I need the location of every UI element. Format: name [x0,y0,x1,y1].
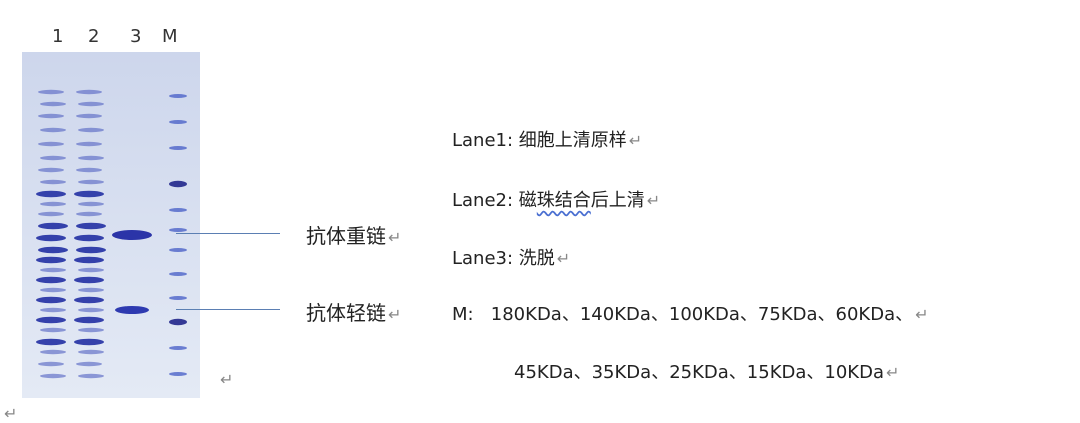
protein-band [78,155,104,161]
protein-band [38,167,64,173]
heavy-chain-band [112,230,152,240]
lane-2-number: 2 [88,26,100,47]
protein-band [76,246,106,254]
protein-band [36,296,66,304]
paragraph-mark: ↵ [220,370,234,389]
lane-1-number: 1 [52,26,64,47]
protein-band [36,276,66,284]
marker-band [169,146,187,150]
protein-band [36,256,66,264]
light-chain-label: 抗体轻链↵ [306,301,402,325]
lane-3-bands [112,230,152,314]
protein-band [76,89,102,95]
sds-page-gel-image [22,52,200,398]
legend-marker-line1: M: 180KDa、140KDa、100KDa、75KDa、60KDa、↵ [452,304,929,325]
legend-lane2: Lane2: 磁珠结合后上清↵ [452,190,661,211]
legend-lane1: Lane1: 细胞上清原样↵ [452,130,643,151]
protein-band [38,361,64,367]
light-chain-band [115,306,149,314]
protein-band [78,327,104,333]
lane-1-bands [36,89,68,379]
marker-band [169,228,187,232]
marker-band [169,120,187,124]
lane-2-bands [74,89,106,379]
paragraph-mark-bottom: ↵ [4,404,18,423]
protein-band [40,307,66,313]
marker-lane-label: M [162,26,178,47]
protein-band [38,89,64,95]
marker-lane-bands [169,94,187,376]
protein-band [78,127,104,133]
protein-band [74,296,104,304]
marker-band [169,318,187,326]
protein-band [40,201,66,207]
marker-band [169,296,187,300]
protein-band [40,327,66,333]
heavy-chain-pointer-line [176,233,280,234]
protein-band [78,267,104,273]
protein-band [36,190,66,198]
protein-band [78,179,104,185]
marker-band [169,272,187,276]
protein-band [76,211,102,217]
protein-band [78,101,104,107]
protein-band [40,179,66,185]
protein-band [74,338,104,346]
protein-band [74,276,104,284]
marker-band [169,94,187,98]
protein-band [38,113,64,119]
protein-band [74,316,104,324]
protein-band [40,287,66,293]
protein-band [78,287,104,293]
protein-band [76,361,102,367]
protein-band [40,155,66,161]
marker-band [169,208,187,212]
protein-band [40,349,66,355]
protein-band [36,234,66,242]
protein-band [38,246,68,254]
protein-band [38,222,68,230]
protein-band [40,127,66,133]
protein-band [78,349,104,355]
protein-band [76,113,102,119]
protein-band [76,167,102,173]
heavy-chain-label: 抗体重链↵ [306,224,402,248]
protein-band [74,190,104,198]
light-chain-pointer-line [176,309,280,310]
protein-band [38,211,64,217]
protein-band [36,338,66,346]
lane-3-number: 3 [130,26,142,47]
legend-marker-line2: 45KDa、35KDa、25KDa、15KDa、10KDa↵ [514,362,900,383]
protein-band [74,234,104,242]
protein-band [78,373,104,379]
protein-band [78,201,104,207]
marker-band [169,180,187,188]
protein-band [36,316,66,324]
marker-band [169,248,187,252]
marker-band [169,346,187,350]
protein-band [40,267,66,273]
protein-band [76,222,106,230]
protein-band [78,307,104,313]
protein-band [40,373,66,379]
protein-band [76,141,102,147]
protein-band [40,101,66,107]
legend-lane3: Lane3: 洗脱↵ [452,248,571,269]
marker-band [169,372,187,376]
protein-band [38,141,64,147]
protein-band [74,256,104,264]
